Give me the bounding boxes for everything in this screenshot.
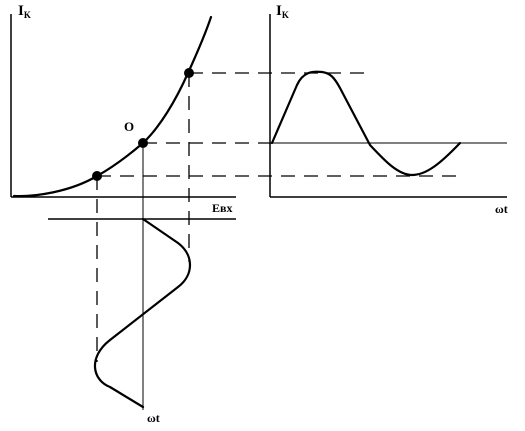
left-x-axis-label: Eвх (212, 201, 232, 215)
output-current-waveform (270, 70, 462, 177)
left-y-axis-label: IK (18, 3, 31, 20)
input-signal-waveform (93, 217, 192, 409)
operating-point-label: O (124, 119, 134, 134)
right-x-axis-label: ωt (495, 202, 508, 216)
transfer-characteristic-curve (12, 15, 213, 198)
bottom-time-axis-label: ωt (147, 411, 160, 425)
right-y-axis-label: IK (276, 3, 289, 20)
